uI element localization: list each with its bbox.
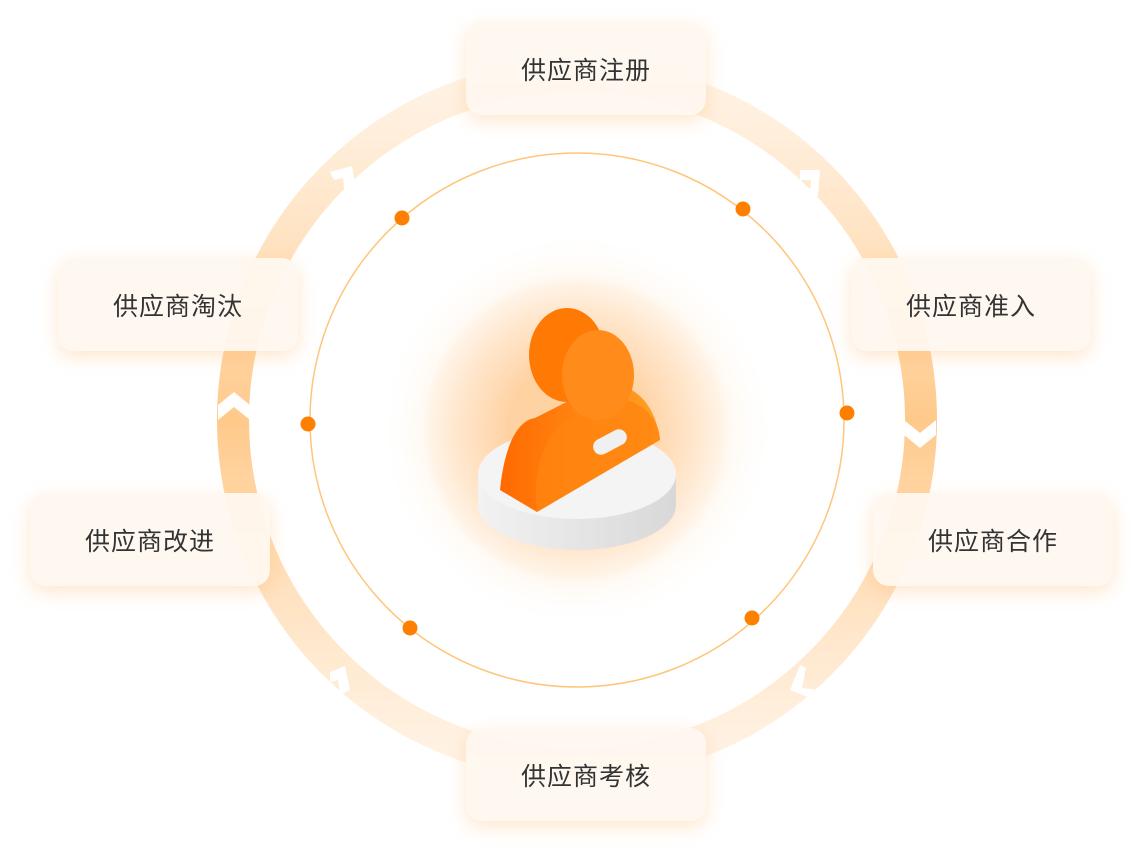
stage-box-registration: 供应商注册 <box>466 22 706 115</box>
stage-box-improvement: 供应商改进 <box>30 493 270 586</box>
stage-label: 供应商淘汰 <box>112 291 243 321</box>
ring-dots <box>300 201 855 636</box>
supplier-user-icon <box>478 308 676 550</box>
stage-label: 供应商改进 <box>84 526 215 556</box>
stage-box-assessment: 供应商考核 <box>466 728 706 821</box>
stage-box-admission: 供应商准入 <box>851 258 1091 351</box>
stage-label: 供应商考核 <box>520 761 651 791</box>
stage-label: 供应商合作 <box>927 526 1058 556</box>
stage-box-elimination: 供应商淘汰 <box>58 258 298 351</box>
stage-box-cooperation: 供应商合作 <box>873 493 1113 586</box>
stage-label: 供应商准入 <box>905 291 1036 321</box>
stage-label: 供应商注册 <box>520 55 651 85</box>
